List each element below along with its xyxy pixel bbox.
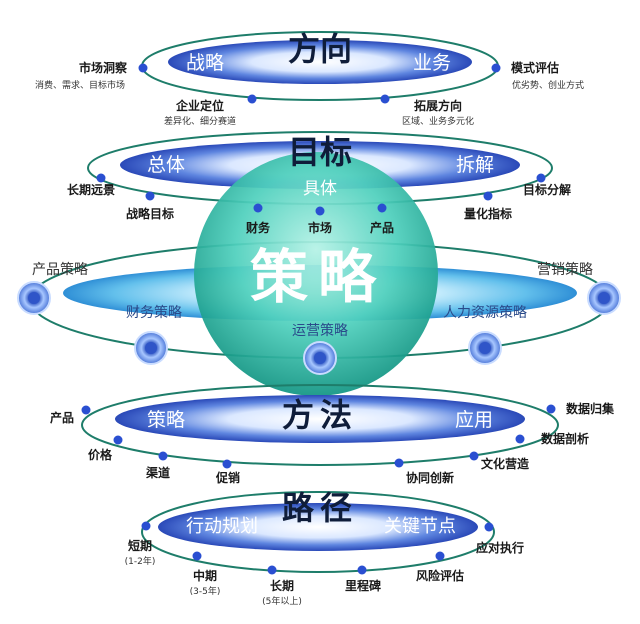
- label-market-insight: 市场洞察: [79, 60, 128, 75]
- label-milestone: 里程碑: [345, 578, 381, 593]
- label-product-strategy: 产品策略: [32, 261, 88, 278]
- dot-market-insight: [138, 63, 148, 73]
- dot-collab: [394, 458, 404, 468]
- method-disc: [115, 395, 525, 443]
- label-method-product: 产品: [50, 410, 74, 425]
- direction-disc-right: 业务: [413, 52, 451, 74]
- node-product-strategy: [17, 281, 51, 315]
- dot-long-term: [267, 565, 277, 575]
- dot-data-collect: [546, 404, 556, 414]
- label-price: 价格: [88, 447, 113, 462]
- dot-milestone: [357, 565, 367, 575]
- label-execution: 应对执行: [476, 540, 524, 555]
- dot-short-term: [141, 521, 151, 531]
- method-disc-left: 策略: [147, 409, 185, 431]
- label-mid-term: 中期: [193, 568, 217, 583]
- label-business-model: 模式评估: [511, 60, 559, 75]
- label-long-term: 长期: [270, 578, 294, 593]
- goal-title: 目标: [288, 133, 352, 171]
- label-risk: 风险评估: [416, 568, 464, 583]
- node-operations-strategy: [303, 341, 337, 375]
- dot-promotion: [222, 459, 232, 469]
- path-disc: [158, 503, 478, 551]
- label-long-term-vision: 长期远景: [67, 182, 115, 197]
- path-title: 路径: [282, 489, 358, 527]
- dot-risk: [435, 551, 445, 561]
- label-short-term: 短期: [128, 538, 152, 553]
- path-disc-right: 关键节点: [384, 516, 456, 537]
- dot-quantified: [483, 191, 493, 201]
- dot-finance: [253, 203, 263, 213]
- sub-market-insight: 消费、需求、目标市场: [35, 79, 125, 91]
- method-title: 方法: [282, 396, 358, 434]
- label-promotion: 促销: [215, 470, 240, 485]
- method-orbit: [81, 384, 559, 466]
- direction-disc: [168, 40, 472, 84]
- sub-positioning: 差异化、细分赛道: [164, 115, 236, 127]
- label-expansion: 拓展方向: [414, 98, 462, 113]
- path-disc-left: 行动规划: [186, 516, 258, 537]
- label-collab: 协同创新: [406, 470, 454, 485]
- label-finance-strategy: 财务策略: [126, 304, 182, 321]
- label-operations-strategy: 运营策略: [292, 322, 348, 339]
- label-hr-strategy: 人力资源策略: [443, 304, 527, 321]
- strategy-sphere: [194, 152, 438, 396]
- sub-short-term: (1-2年): [125, 555, 156, 567]
- label-goal-breakdown: 目标分解: [523, 182, 571, 197]
- method-disc-right: 应用: [455, 409, 493, 431]
- label-strategic-goal: 战略目标: [126, 206, 174, 221]
- dot-execution: [484, 522, 494, 532]
- path-orbit: [141, 491, 495, 573]
- label-channel: 渠道: [146, 465, 170, 480]
- dot-expansion: [380, 94, 390, 104]
- dot-long-term-vision: [96, 173, 106, 183]
- dot-business-model: [491, 63, 501, 73]
- node-hr-strategy: [468, 331, 502, 365]
- dot-goal-breakdown: [536, 173, 546, 183]
- sub-business-model: 优劣势、创业方式: [512, 79, 584, 91]
- label-finance: 财务: [245, 220, 271, 235]
- goal-disc-left: 总体: [147, 154, 185, 176]
- sub-long-term: (5年以上): [262, 595, 302, 607]
- node-marketing-strategy: [587, 281, 621, 315]
- dot-price: [113, 435, 123, 445]
- label-culture: 文化营造: [481, 456, 530, 471]
- direction-title: 方向: [288, 30, 352, 68]
- label-quantified: 量化指标: [464, 206, 512, 221]
- dot-culture: [469, 451, 479, 461]
- dot-channel: [158, 451, 168, 461]
- label-market: 市场: [308, 220, 332, 235]
- node-finance-strategy: [134, 331, 168, 365]
- dot-market: [315, 206, 325, 216]
- dot-method-product: [81, 405, 91, 415]
- dot-mid-term: [192, 551, 202, 561]
- dot-positioning: [247, 94, 257, 104]
- sub-mid-term: (3-5年): [190, 585, 221, 597]
- dot-data-analysis: [515, 434, 525, 444]
- goal-disc-center: 具体: [303, 179, 337, 199]
- label-data-analysis: 数据剖析: [541, 431, 589, 446]
- dot-strategic-goal: [145, 191, 155, 201]
- sub-expansion: 区域、业务多元化: [402, 115, 474, 127]
- label-data-collect: 数据归集: [566, 401, 615, 416]
- strategy-title: 策略: [250, 243, 386, 311]
- dot-product: [377, 203, 387, 213]
- label-positioning: 企业定位: [175, 98, 224, 113]
- direction-disc-left: 战略: [186, 52, 224, 74]
- label-product: 产品: [370, 220, 394, 235]
- label-marketing-strategy: 营销策略: [537, 261, 593, 278]
- goal-disc-right: 拆解: [456, 154, 494, 176]
